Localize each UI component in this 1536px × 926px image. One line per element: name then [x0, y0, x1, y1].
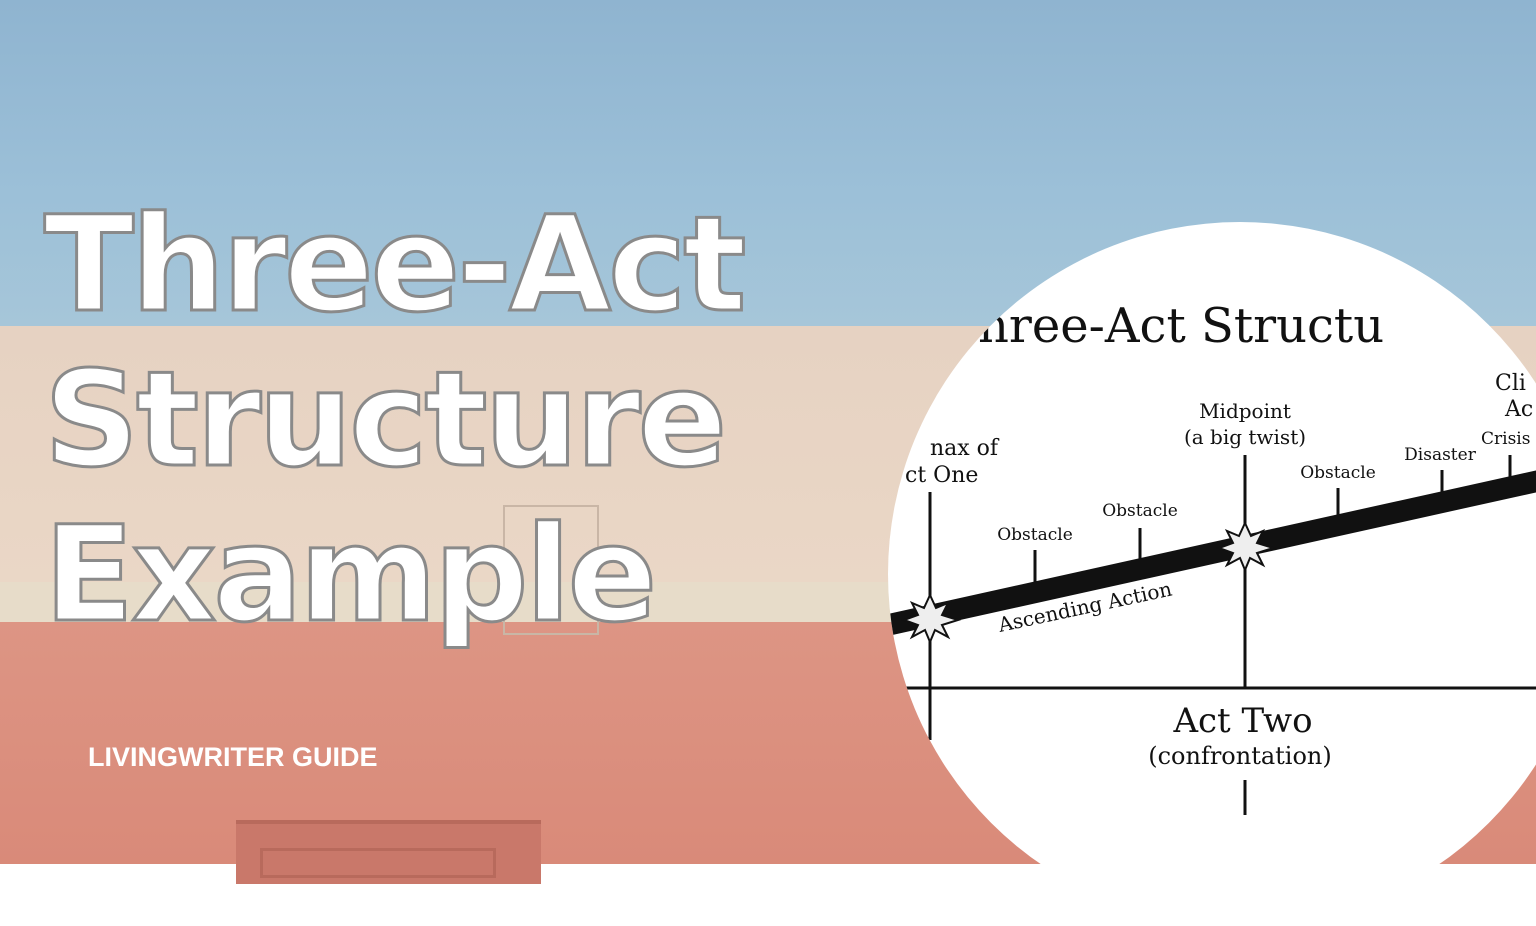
- three-act-diagram: hree-Act Structu nax of ct One Midpoint …: [888, 298, 1536, 815]
- guide-label: LIVINGWRITER GUIDE: [88, 742, 378, 772]
- diagram-heading: hree-Act Structu: [978, 298, 1384, 354]
- starburst-icon: [901, 592, 962, 645]
- midpoint-label: (a big twist): [1184, 425, 1306, 449]
- midpoint-label: Midpoint: [1199, 399, 1291, 423]
- wall-window: [503, 505, 599, 635]
- starburst-icon: [1216, 520, 1277, 573]
- act-two-label: Act Two: [1172, 701, 1312, 741]
- obstacle-label: Obstacle: [1300, 463, 1376, 483]
- crisis-label: Crisis: [1481, 429, 1530, 449]
- obstacle-label: Obstacle: [1102, 501, 1178, 521]
- climax-act-two-label: Cli: [1495, 371, 1526, 396]
- title-line: Example: [42, 497, 658, 654]
- page-title: Three-Act Structure Example: [42, 187, 747, 654]
- climax-act-one-label: nax of: [930, 436, 1000, 461]
- title-line: Structure: [42, 342, 728, 499]
- climax-act-one-label: ct One: [905, 463, 978, 488]
- climax-act-two-label: Ac: [1504, 397, 1533, 422]
- disaster-label: Disaster: [1404, 445, 1477, 465]
- obstacle-label: Obstacle: [997, 525, 1073, 545]
- act-two-subtitle: (confrontation): [1148, 742, 1332, 770]
- title-line: Three-Act: [42, 187, 747, 344]
- diagram-circle: hree-Act Structu nax of ct One Midpoint …: [888, 222, 1536, 926]
- wall-door-frame: [260, 848, 496, 878]
- ascending-action-bar: [888, 470, 1536, 636]
